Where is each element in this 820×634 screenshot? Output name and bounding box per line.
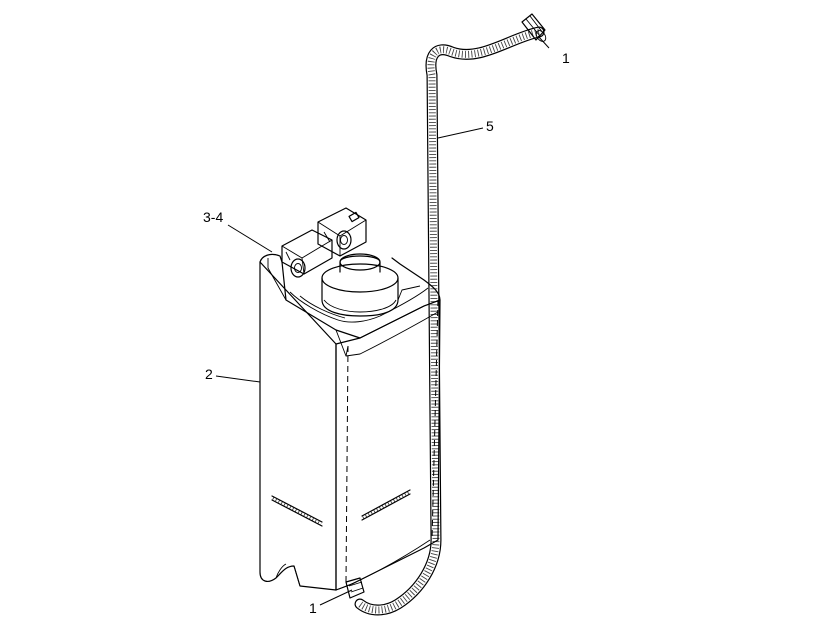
callout-1-bottom: 1 (309, 589, 353, 616)
callout-label-3-4: 3-4 (203, 209, 223, 225)
filler-cap (321, 253, 399, 317)
callout-label-5: 5 (486, 118, 494, 134)
callout-3-4: 3-4 (203, 209, 273, 253)
label-strip-left (271, 495, 323, 527)
callout-label-1-bottom: 1 (309, 600, 317, 616)
callout-label-1-top: 1 (562, 50, 570, 66)
sensor-fitting (281, 207, 367, 278)
callout-1-top: 1 (537, 35, 570, 66)
hose-clamp-bottom (345, 577, 365, 599)
overflow-hose (354, 26, 545, 616)
callout-label-2: 2 (205, 366, 213, 382)
callout-2: 2 (205, 366, 261, 383)
coolant-tank (259, 253, 441, 591)
label-strip-right (361, 489, 411, 521)
callout-5: 5 (437, 118, 494, 139)
hose-clamp-top (521, 13, 547, 42)
